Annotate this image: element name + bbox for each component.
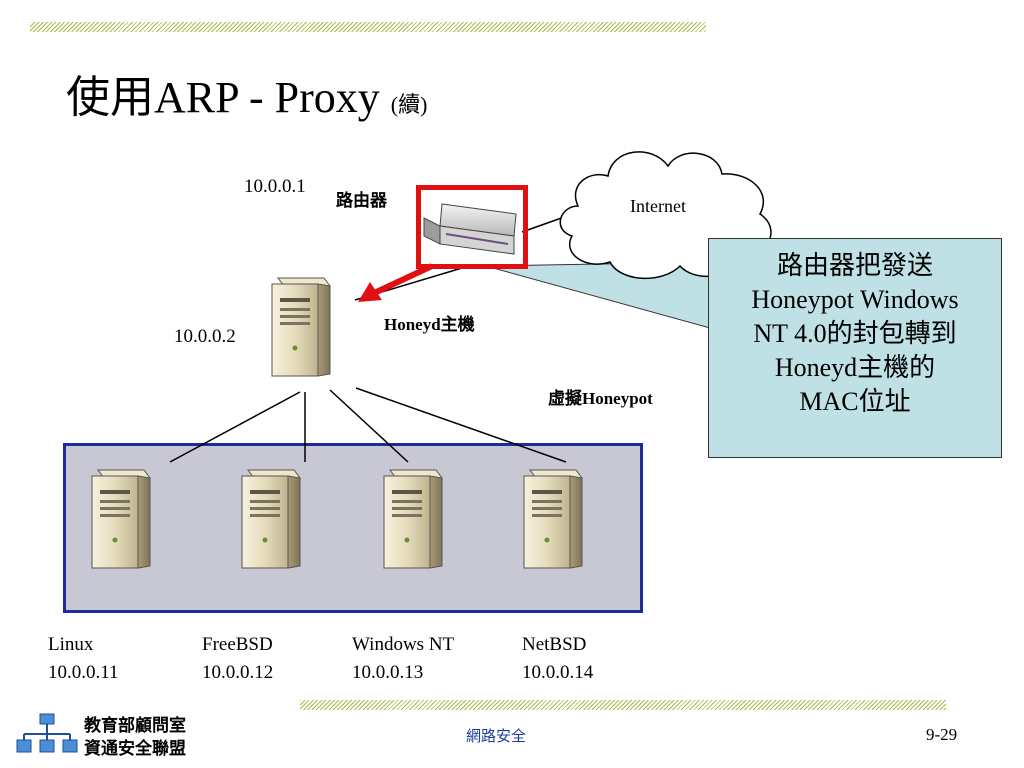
redirect-arrow-head — [358, 282, 382, 302]
host-ip-windows-nt: 10.0.0.13 — [352, 662, 424, 683]
host-os-freebsd: FreeBSD — [202, 634, 273, 655]
router-ip-label: 10.0.0.1 — [244, 176, 306, 197]
callout-line: 路由器把發送 — [776, 251, 933, 280]
honeyd-host-label: Honeyd主機 — [384, 315, 475, 334]
host-os-linux: Linux — [48, 634, 94, 655]
link-linux — [169, 391, 301, 463]
page-number: 9-29 — [926, 725, 958, 744]
server-icon-linux — [91, 469, 151, 569]
network-logo-icon — [16, 713, 78, 753]
honeyd-server-icon — [271, 277, 331, 377]
host-ip-freebsd: 10.0.0.12 — [202, 662, 274, 683]
callout-line: Honeyd主機的 — [774, 353, 936, 382]
callout-pointer — [485, 261, 711, 329]
host-os-netbsd: NetBSD — [522, 634, 587, 655]
decorative-hatch-top — [30, 22, 706, 32]
host-ip-linux: 10.0.0.11 — [48, 662, 119, 683]
server-icon-freebsd — [241, 469, 301, 569]
router-highlight-box — [416, 185, 528, 269]
course-name: 網路安全 — [466, 729, 527, 745]
server-icon-windows-nt — [383, 469, 443, 569]
explanation-callout: 路由器把發送 Honeypot Windows NT 4.0的封包轉到 Hone… — [708, 238, 1002, 458]
callout-line: Honeypot Windows — [751, 285, 959, 314]
host-ip-netbsd: 10.0.0.14 — [522, 662, 594, 683]
organization-name-line2: 資通安全聯盟 — [84, 739, 186, 758]
router-icon — [423, 203, 517, 255]
link-netbsd — [355, 387, 567, 463]
callout-line: NT 4.0的封包轉到 — [753, 319, 957, 348]
router-label: 路由器 — [336, 191, 387, 210]
organization-name: 教育部顧問室 資通安全聯盟 — [84, 714, 186, 760]
server-icon-netbsd — [523, 469, 583, 569]
virtual-honeypot-label: 虛擬Honeypot — [548, 389, 653, 408]
internet-label: Internet — [630, 196, 686, 216]
link-windows-nt — [329, 389, 409, 463]
host-os-windows-nt: Windows NT — [352, 634, 455, 655]
decorative-hatch-bottom — [300, 700, 946, 710]
slide-title: 使用ARP - Proxy (續) — [66, 73, 428, 122]
organization-name-line1: 教育部顧問室 — [84, 716, 186, 735]
callout-line: MAC位址 — [799, 387, 911, 416]
redirect-arrow — [370, 263, 434, 297]
honeyd-ip-label: 10.0.0.2 — [174, 326, 236, 347]
